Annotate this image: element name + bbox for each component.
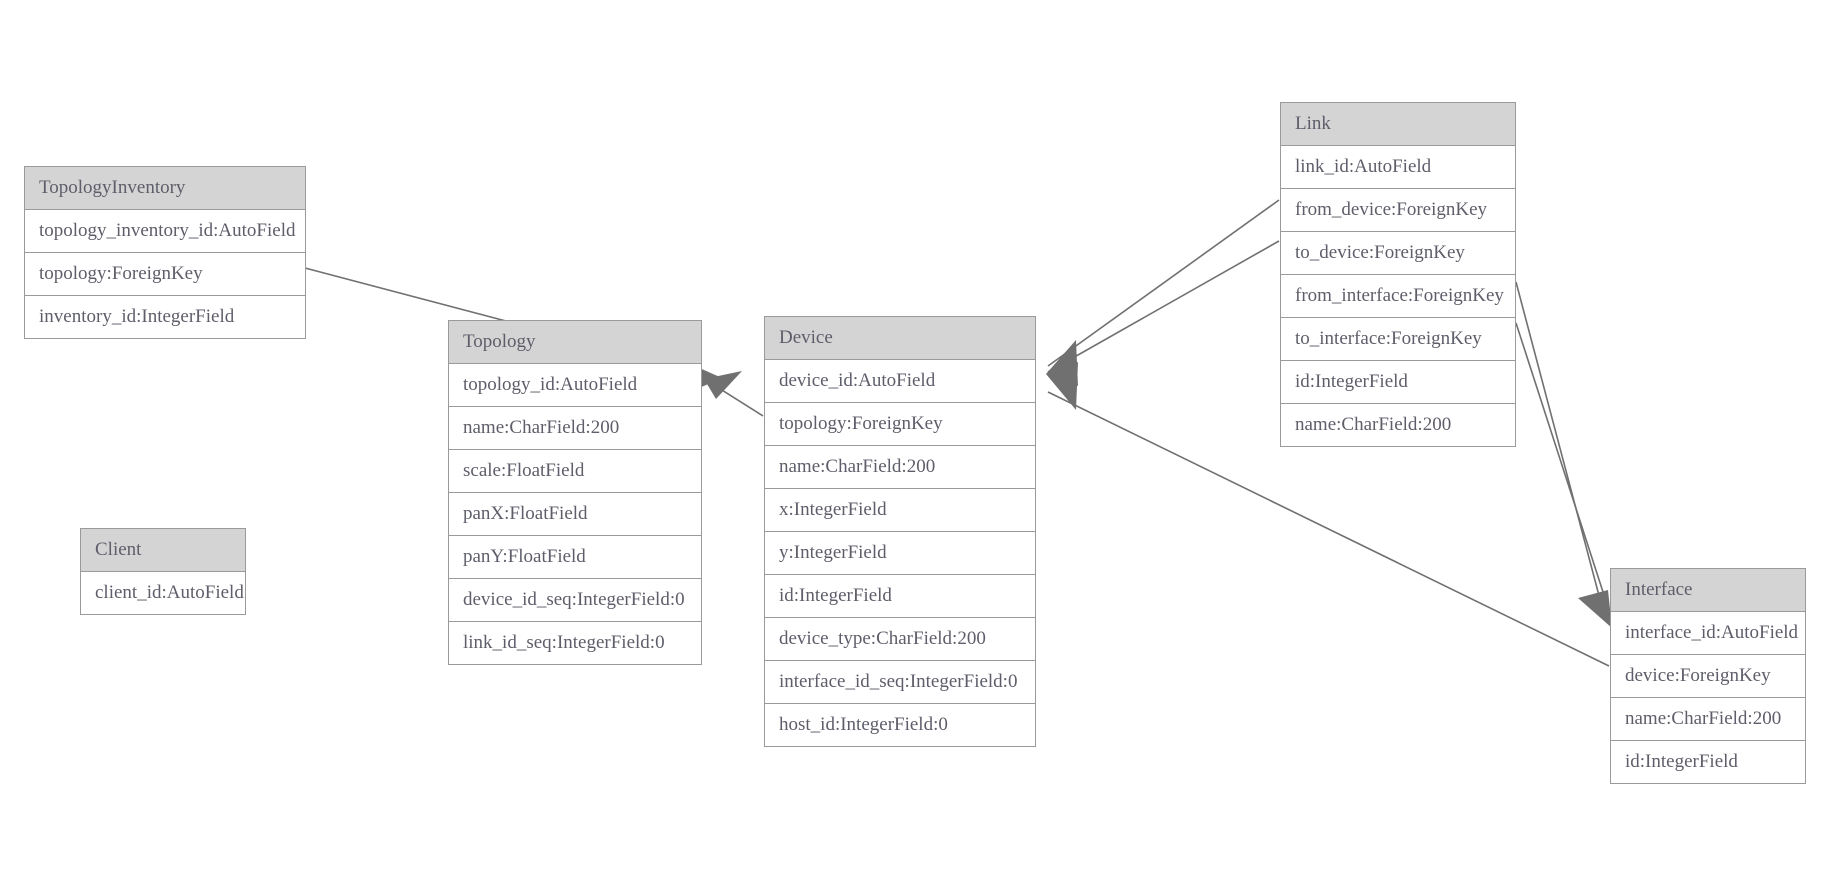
entity-field: id:IntegerField xyxy=(765,575,1035,618)
entity-field: y:IntegerField xyxy=(765,532,1035,575)
entity-title: TopologyInventory xyxy=(25,167,305,210)
entity-field: client_id:AutoField xyxy=(81,572,245,614)
entity-client[interactable]: Client client_id:AutoField xyxy=(80,528,246,615)
entity-field: topology:ForeignKey xyxy=(25,253,305,296)
entity-field: interface_id:AutoField xyxy=(1611,612,1805,655)
entity-field: name:CharField:200 xyxy=(765,446,1035,489)
entity-field: id:IntegerField xyxy=(1281,361,1515,404)
entity-title: Client xyxy=(81,529,245,572)
entity-field: link_id:AutoField xyxy=(1281,146,1515,189)
entity-field: to_device:ForeignKey xyxy=(1281,232,1515,275)
edge-link-from-interface-to-interface xyxy=(1515,281,1607,623)
edge-device-to-topology xyxy=(705,379,764,417)
entity-title: Device xyxy=(765,317,1035,360)
entity-field: from_interface:ForeignKey xyxy=(1281,275,1515,318)
entity-field: link_id_seq:IntegerField:0 xyxy=(449,622,701,664)
entity-title: Topology xyxy=(449,321,701,364)
entity-field: name:CharField:200 xyxy=(1611,698,1805,741)
entity-field: panY:FloatField xyxy=(449,536,701,579)
entity-field: topology_inventory_id:AutoField xyxy=(25,210,305,253)
edge-link-from-device-to-device xyxy=(1047,199,1280,367)
entity-field: topology_id:AutoField xyxy=(449,364,701,407)
entity-field: panX:FloatField xyxy=(449,493,701,536)
arrowhead-topology-from-device xyxy=(704,371,742,399)
entity-field: id:IntegerField xyxy=(1611,741,1805,783)
arrowhead-device-from-link-lower xyxy=(1046,362,1078,410)
entity-field: device_type:CharField:200 xyxy=(765,618,1035,661)
entity-topology-inventory[interactable]: TopologyInventory topology_inventory_id:… xyxy=(24,166,306,339)
entity-interface[interactable]: Interface interface_id:AutoField device:… xyxy=(1610,568,1806,784)
entity-field: device:ForeignKey xyxy=(1611,655,1805,698)
entity-field: x:IntegerField xyxy=(765,489,1035,532)
entity-field: inventory_id:IntegerField xyxy=(25,296,305,338)
entity-field: scale:FloatField xyxy=(449,450,701,493)
entity-link[interactable]: Link link_id:AutoField from_device:Forei… xyxy=(1280,102,1516,447)
entity-field: from_device:ForeignKey xyxy=(1281,189,1515,232)
entity-topology[interactable]: Topology topology_id:AutoField name:Char… xyxy=(448,320,702,665)
entity-field: device_id:AutoField xyxy=(765,360,1035,403)
entity-field: name:CharField:200 xyxy=(449,407,701,450)
entity-field: to_interface:ForeignKey xyxy=(1281,318,1515,361)
edge-link-to-device-to-device xyxy=(1047,240,1280,373)
entity-field: host_id:IntegerField:0 xyxy=(765,704,1035,746)
entity-device[interactable]: Device device_id:AutoField topology:Fore… xyxy=(764,316,1036,747)
edge-link-to-interface-to-interface xyxy=(1515,322,1615,627)
entity-field: device_id_seq:IntegerField:0 xyxy=(449,579,701,622)
entity-field: topology:ForeignKey xyxy=(765,403,1035,446)
entity-title: Link xyxy=(1281,103,1515,146)
entity-field: name:CharField:200 xyxy=(1281,404,1515,446)
entity-title: Interface xyxy=(1611,569,1805,612)
arrowhead-device-from-link-upper xyxy=(1046,340,1078,386)
arrowhead-interface-from-link xyxy=(1578,590,1612,628)
entity-field: interface_id_seq:IntegerField:0 xyxy=(765,661,1035,704)
